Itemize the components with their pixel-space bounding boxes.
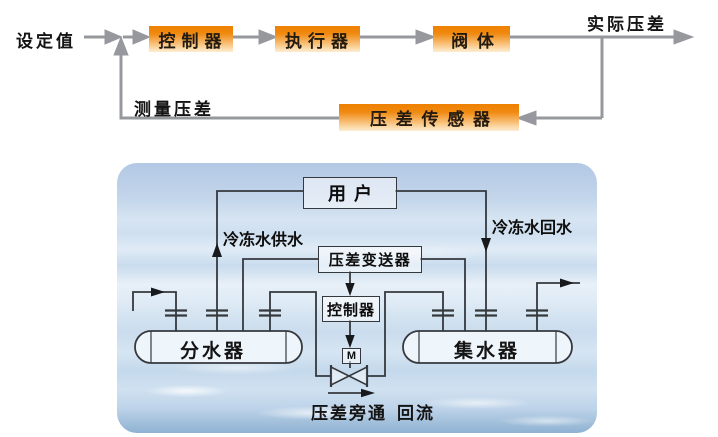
sensor-block: 压 差 传 感 器	[339, 104, 519, 131]
user-box-label: 用户	[328, 184, 380, 204]
output-arrowhead-icon	[673, 29, 695, 45]
backflow-label: 回流	[397, 404, 435, 423]
valve-body-block: 阀 体	[433, 26, 510, 52]
flow-arrowheads	[151, 238, 574, 398]
tanks	[134, 330, 573, 364]
return-pipe	[395, 190, 487, 332]
control-loop-lines	[84, 29, 695, 126]
outlet-pipe	[536, 282, 580, 332]
inlet-arrowhead-icon	[151, 287, 165, 297]
sensor-block-label: 压 差 传 感 器	[370, 110, 492, 129]
actuator-block-label: 执行器	[285, 31, 354, 51]
measured-pressure-label: 测量压差	[134, 100, 214, 119]
collector-tank-label: 集水器	[454, 341, 521, 362]
controller-box: 控制器	[322, 296, 380, 322]
return-label: 冷冻水回水	[492, 220, 573, 237]
controller-block: 控制器	[149, 26, 233, 52]
controller-to-actuator-arrowhead-icon	[258, 29, 279, 45]
actuator-block: 执行器	[275, 26, 360, 52]
collector-tank	[402, 330, 573, 364]
outlet-arrowhead-icon	[560, 278, 574, 288]
signal-arrowhead-2-icon	[345, 335, 355, 348]
user-box: 用户	[303, 177, 397, 209]
valve-body-block-label: 阀 体	[451, 31, 496, 51]
bypass-pipe-right	[367, 291, 444, 377]
feedback-left-line	[119, 54, 339, 120]
bypass-pipe-left	[269, 291, 331, 377]
supply-pipe	[216, 190, 303, 332]
sensing-line-left	[242, 258, 318, 332]
setpoint-label: 设定值	[16, 32, 76, 51]
motor-box-label: M	[346, 350, 357, 362]
inlet-pipe	[132, 291, 177, 332]
controller-box-label: 控制器	[326, 301, 375, 319]
signal-arrowhead-1-icon	[345, 283, 355, 296]
controller-block-label: 控制器	[158, 31, 228, 51]
distributor-tank	[134, 330, 303, 364]
feedback-up-arrowhead-icon	[113, 35, 129, 56]
return-down-arrowhead-icon	[481, 238, 491, 252]
actual-pressure-label: 实际压差	[587, 15, 667, 34]
supply-label: 冷冻水供水	[223, 232, 304, 249]
bypass-label: 压差旁通	[311, 404, 387, 423]
supply-up-arrowhead-icon	[212, 243, 222, 257]
transmitter-box-label: 压差变送器	[328, 252, 412, 269]
motor-box: M	[342, 348, 361, 364]
bypass-flow-arrowhead-icon	[361, 388, 375, 398]
sensing-line-right	[420, 258, 466, 332]
junction-arrowhead-icon	[132, 29, 151, 45]
flange-symbols	[165, 309, 548, 317]
transmitter-box: 压差变送器	[318, 246, 422, 273]
actuator-to-valve-arrowhead-icon	[415, 29, 437, 45]
setpoint-arrowhead-icon	[104, 29, 123, 45]
valve-icon	[329, 365, 369, 387]
feedback-arrowhead-icon	[515, 110, 537, 126]
distributor-tank-label: 分水器	[180, 341, 247, 362]
